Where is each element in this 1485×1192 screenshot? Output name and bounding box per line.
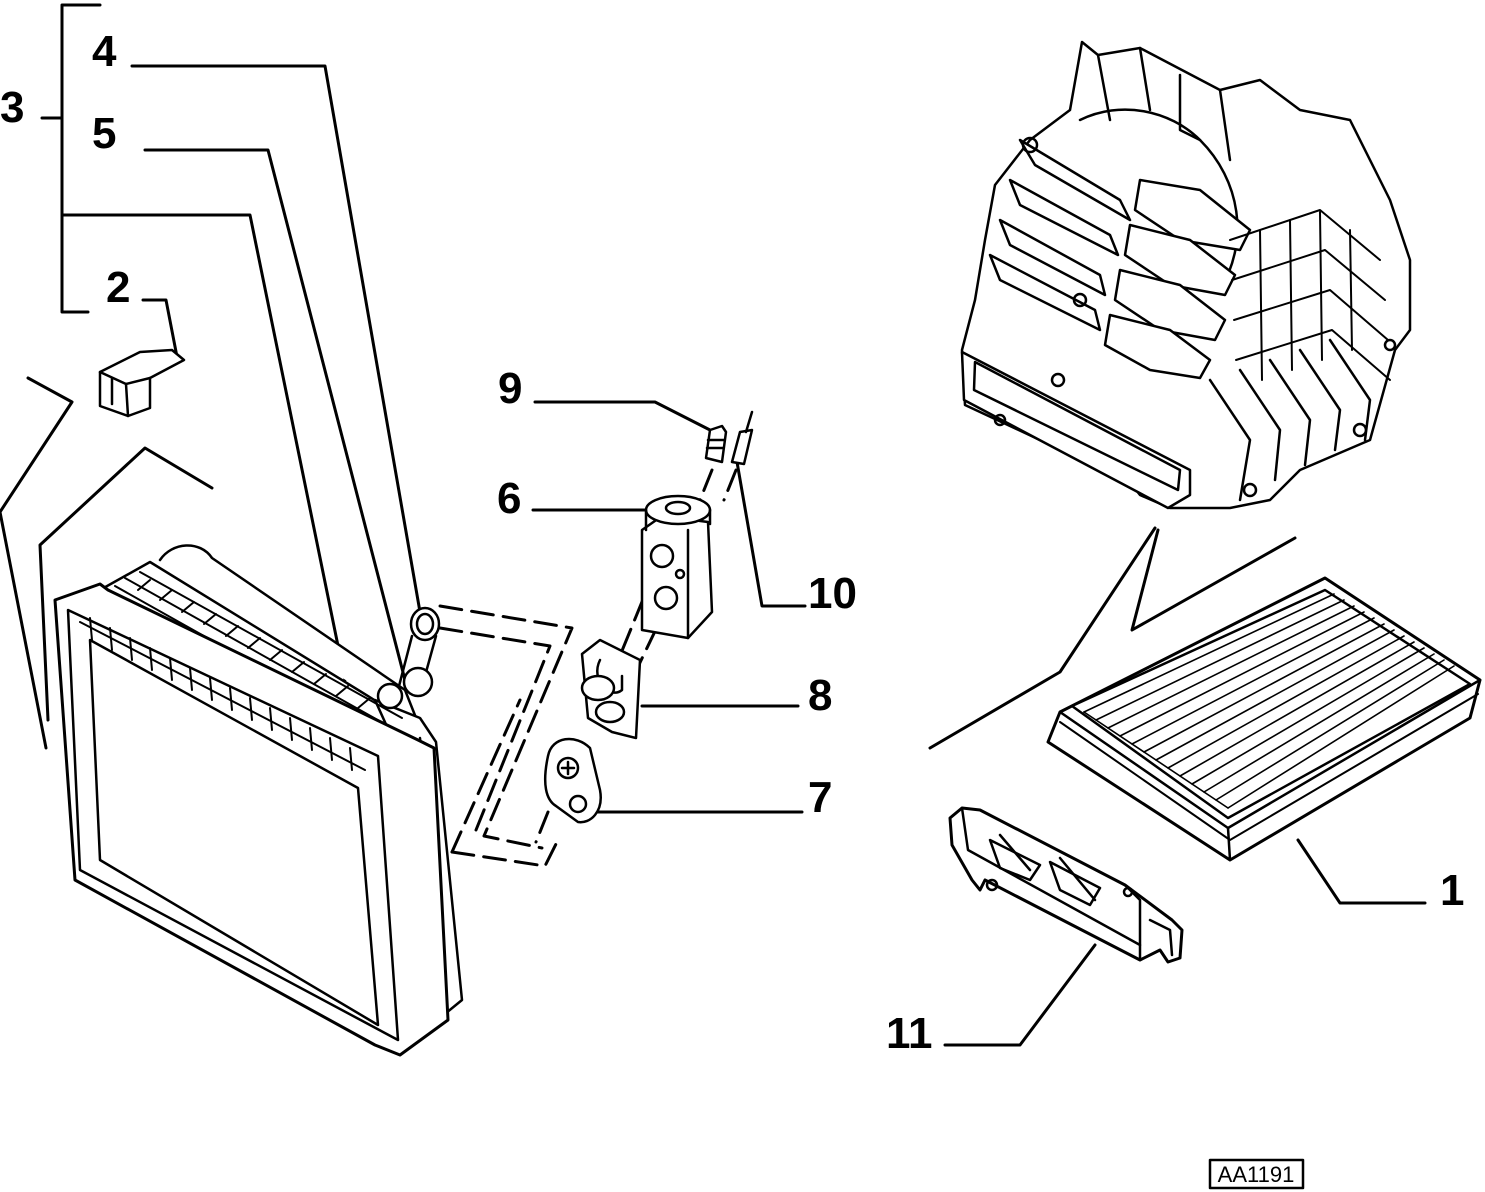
part-11-filter-cover [948,806,1184,964]
part-9-screw [704,424,728,464]
callout-2: 2 [106,263,130,312]
leader-lines [40,3,1427,1047]
leader-5 [143,148,407,682]
callout-3: 3 [0,83,24,132]
part-1-pollen-filter [1046,576,1482,862]
leader-2 [141,298,180,364]
leader-9 [533,400,712,432]
callout-7: 7 [808,773,832,822]
assembly-line-left-inner [38,446,214,722]
reference-code: AA1191 [1218,1162,1295,1187]
leader-4 [130,64,422,614]
callout-9: 9 [498,364,522,413]
part-2-sensor-clip [98,348,186,418]
assembly-line-right-a [928,526,1157,750]
callout-5: 5 [92,109,116,158]
assembly-line-right-b [1130,528,1297,632]
assembly-lines [0,376,1297,750]
air-distribution-housing [960,40,1412,510]
filter-pleats [1083,593,1455,809]
evaporator-frame-comb [79,617,366,771]
housing-ducts [1103,178,1252,380]
assembly-line-left-outer [0,376,74,750]
callout-11: 11 [886,1009,933,1058]
housing-ribs [993,136,1397,502]
part-10-pipe [730,410,754,466]
callout-10: 10 [808,569,857,618]
callout-6: 6 [497,474,521,523]
leader-11 [943,943,1097,1047]
part-5-o-ring [376,666,434,710]
callout-1: 1 [1440,866,1464,915]
part-8-bracket [580,638,642,740]
reference-code-box: AA1191 [1208,1158,1305,1190]
housing-louvers [988,138,1132,332]
leader-3-to-evaporator [60,213,347,682]
callout-labels: 1 2 3 4 5 6 7 8 9 10 11 [0,27,1464,1058]
leader-1 [1296,838,1427,905]
callout-8: 8 [808,671,832,720]
housing-grid [1229,209,1391,381]
part-6-expansion-valve [640,494,714,640]
part-7-gasket [544,737,602,824]
part-3-evaporator [53,544,464,1057]
leader-10 [735,460,807,608]
callout-4: 4 [92,27,117,76]
leader-3-bracket [60,3,102,314]
